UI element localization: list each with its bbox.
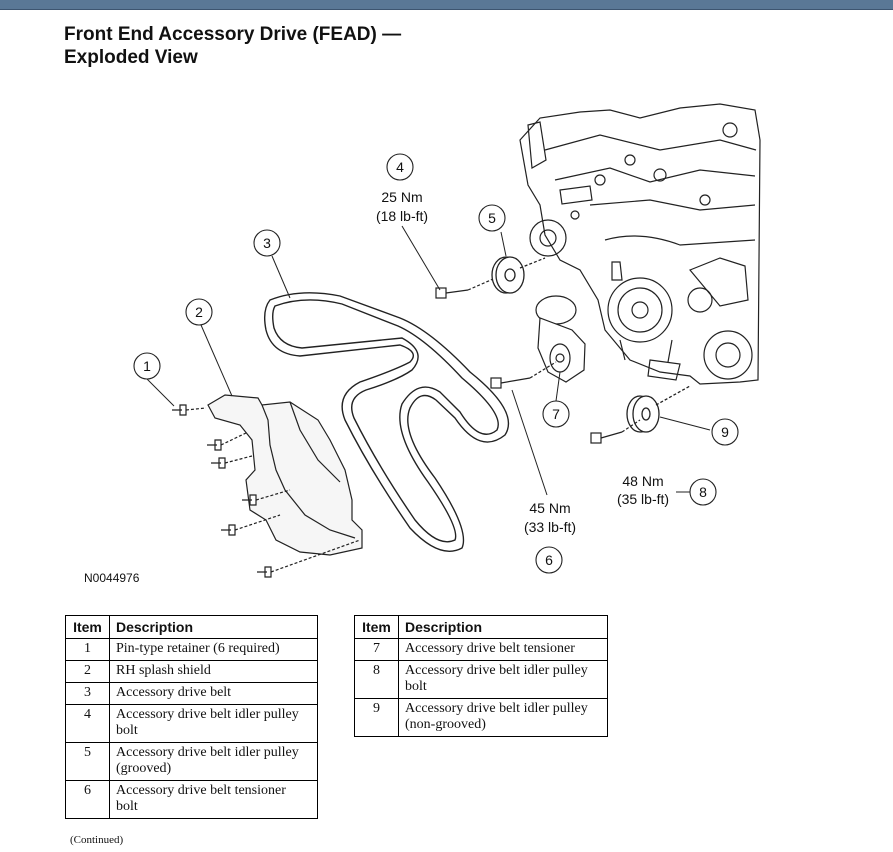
svg-text:2: 2 <box>195 304 203 320</box>
item-number: 9 <box>354 698 399 737</box>
pin-type-retainers <box>172 404 361 578</box>
item-number: 6 <box>65 780 110 819</box>
item-number: 5 <box>65 742 110 781</box>
item-number: 7 <box>354 638 399 661</box>
torque-item4-nm: 25 Nm <box>381 189 422 205</box>
item-description: Accessory drive belt idler pulley bolt <box>398 660 608 699</box>
callout-4: 4 <box>386 153 414 181</box>
belt-tensioner-7 <box>535 295 586 383</box>
item-description: RH splash shield <box>109 660 318 683</box>
title-line-2: Exploded View <box>64 47 198 68</box>
item-description: Accessory drive belt idler pulley bolt <box>109 704 318 743</box>
torque-item4-lbft: (18 lb-ft) <box>376 208 428 224</box>
callout-8: 8 <box>689 478 717 506</box>
engine-block <box>519 103 761 385</box>
svg-text:5: 5 <box>488 210 496 226</box>
idler-pulley-non-grooved-9 <box>626 385 691 433</box>
continued-note: (Continued) <box>70 834 124 846</box>
item-description: Accessory drive belt idler pulley (non-g… <box>398 698 608 737</box>
item-number: 1 <box>65 638 110 661</box>
svg-text:1: 1 <box>143 358 151 374</box>
tensioner-bolt-6 <box>490 361 557 389</box>
item-description: Pin-type retainer (6 required) <box>109 638 318 661</box>
exploded-view-diagram: 1 2 3 4 5 6 7 8 9 25 Nm (18 lb-ft) 45 Nm… <box>84 103 761 585</box>
title-line-1: Front End Accessory Drive (FEAD) — <box>64 24 402 45</box>
item-number: 8 <box>354 660 399 699</box>
table-header-row: Item Description <box>354 615 608 639</box>
callout-1: 1 <box>133 352 161 380</box>
svg-text:8: 8 <box>699 484 707 500</box>
torque-item8-lbft: (35 lb-ft) <box>617 491 669 507</box>
svg-text:4: 4 <box>396 159 404 175</box>
item-number: 2 <box>65 660 110 683</box>
page-title: Front End Accessory Drive (FEAD) — Explo… <box>64 23 401 69</box>
idler-pulley-bolt-8 <box>590 419 641 444</box>
table-header-row: Item Description <box>65 615 318 639</box>
item-number: 4 <box>65 704 110 743</box>
callout-7: 7 <box>542 400 570 428</box>
col-description-header: Description <box>109 615 318 639</box>
col-item-header: Item <box>65 615 110 639</box>
accessory-drive-belt <box>263 292 510 552</box>
svg-text:9: 9 <box>721 424 729 440</box>
col-item-header: Item <box>354 615 399 639</box>
callout-3: 3 <box>253 229 281 257</box>
svg-text:6: 6 <box>545 552 553 568</box>
splash-shield <box>207 394 363 556</box>
item-description: Accessory drive belt <box>109 682 318 705</box>
col-description-header: Description <box>398 615 608 639</box>
callout-5: 5 <box>478 204 506 232</box>
idler-pulley-grooved-5 <box>491 256 546 294</box>
item-description: Accessory drive belt idler pulley (groov… <box>109 742 318 781</box>
callout-2: 2 <box>185 298 213 326</box>
svg-text:7: 7 <box>552 406 560 422</box>
item-description: Accessory drive belt tensioner bolt <box>109 780 318 819</box>
callout-9: 9 <box>711 418 739 446</box>
torque-item8-nm: 48 Nm <box>622 473 663 489</box>
idler-pulley-bolt-4 <box>435 275 501 299</box>
top-band <box>0 0 893 10</box>
item-description: Accessory drive belt tensioner <box>398 638 608 661</box>
callout-6: 6 <box>535 546 563 574</box>
item-number: 3 <box>65 682 110 705</box>
torque-item6-lbft: (33 lb-ft) <box>524 519 576 535</box>
torque-item6-nm: 45 Nm <box>529 500 570 516</box>
svg-text:3: 3 <box>263 235 271 251</box>
callout-leaders <box>146 225 711 496</box>
figure-id: N0044976 <box>84 571 140 585</box>
